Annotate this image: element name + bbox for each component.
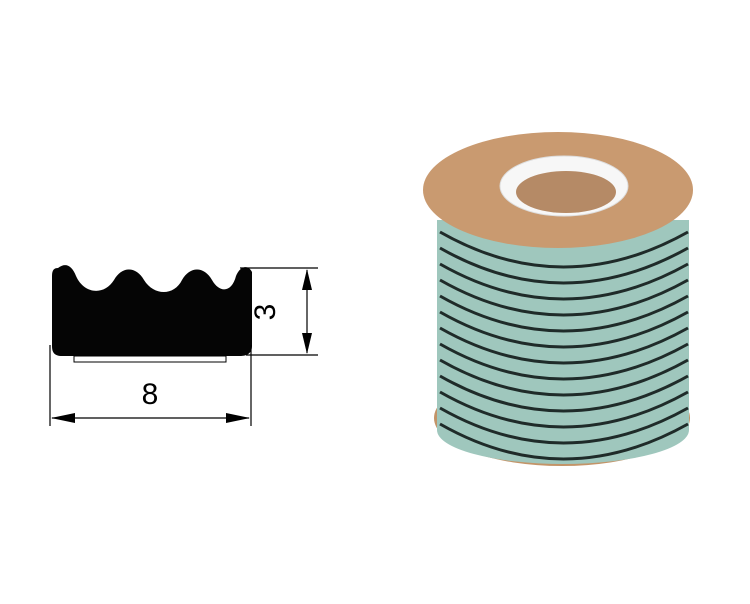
roll-stripe [439,278,689,317]
width-dimension [49,345,252,426]
height-label: 3 [249,304,282,321]
seal-roll-photo [423,132,693,466]
core-hole [516,171,616,213]
adhesive-tape [73,355,227,363]
roll-stripe [439,294,689,333]
seal-profile-shape [52,265,252,356]
roll-stripe [439,342,689,381]
roll-stripe [439,230,689,269]
arrow-up-icon [302,269,312,290]
roll-stripe [439,358,689,397]
roll-stripe [439,262,689,301]
roll-stripe [439,326,689,365]
arrow-down-icon [302,333,312,354]
width-label: 8 [142,378,159,411]
roll-stripe [439,246,689,285]
roll-stripe [439,422,689,461]
arrow-left-icon [51,413,75,423]
roll-stripe [439,374,689,413]
arrow-right-icon [226,413,250,423]
roll-stripe [439,390,689,429]
roll-stripe [439,310,689,349]
roll-stripe [439,406,689,445]
